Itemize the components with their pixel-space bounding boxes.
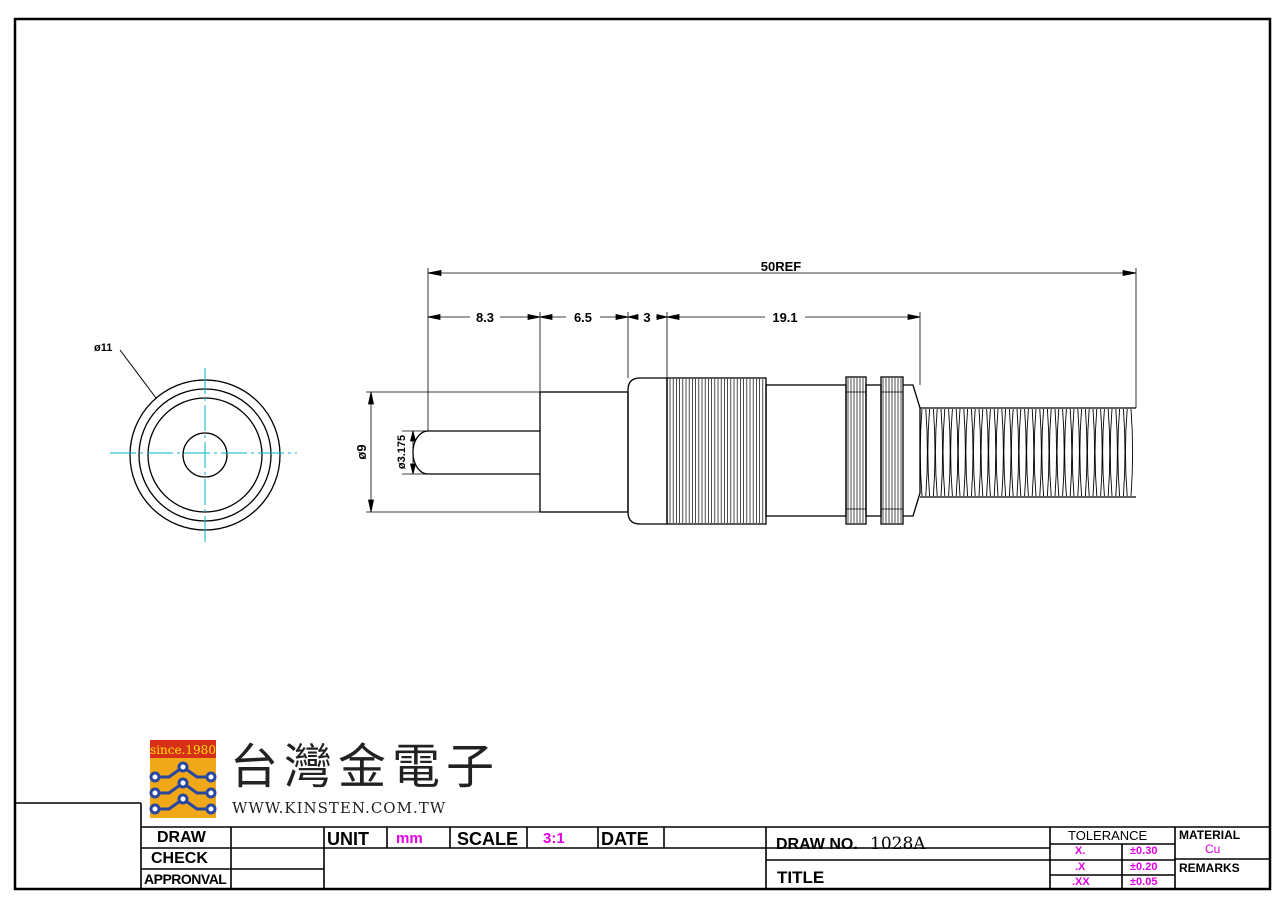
remarks-label: REMARKS [1179,861,1240,875]
unit-label: UNIT [327,829,369,849]
tolerance-value-3: ±0.05 [1130,876,1158,888]
end-view-diameter-label: ø11 [94,342,112,354]
dim-overall: 50REF [761,259,802,274]
approval-label: APPRONVAL [144,871,227,887]
material-value: Cu [1205,842,1221,856]
dimension-lines [368,270,1137,513]
extension-lines [366,268,1137,513]
draw-no-label: DRAW NO. [776,836,858,853]
check-label: CHECK [151,850,208,867]
logo-since: since.1980 [150,743,216,757]
logo-company-name: 台灣金電子 [230,739,501,795]
scale-label: SCALE [457,829,519,849]
tolerance-format-1: X. [1075,845,1086,857]
scale-value: 3:1 [543,830,565,847]
end-view [110,349,297,546]
dimension-labels: 50REF 8.3 6.5 3 19.1 ø9 ø3.175 [354,259,801,469]
tolerance-value-1: ±0.30 [1130,845,1158,857]
draw-no-value: 1028A [870,834,926,854]
draw-label: DRAW [157,829,206,846]
dim-seg1: 8.3 [476,310,494,325]
material-label: MATERIAL [1179,828,1241,842]
title-label: TITLE [777,868,825,887]
tolerance-label: TOLERANCE [1068,828,1148,843]
sheet-border [13,17,1272,891]
dim-seg2: 6.5 [574,310,592,325]
logo-website: WWW.KINSTEN.COM.TW [232,799,447,817]
date-label: DATE [601,829,649,849]
company-logo: since.1980 [149,740,217,818]
tolerance-value-2: ±0.20 [1130,861,1158,873]
dim-seg4: 19.1 [772,310,797,325]
dim-pin-diameter: ø3.175 [396,435,408,469]
dim-seg3: 3 [643,310,650,325]
side-view [412,376,1136,525]
unit-value: mm [396,830,423,847]
tolerance-format-3: .XX [1072,876,1090,888]
title-block-grid [15,802,1270,889]
dim-outer-diameter: ø9 [354,444,369,459]
tolerance-format-2: .X [1075,861,1086,873]
